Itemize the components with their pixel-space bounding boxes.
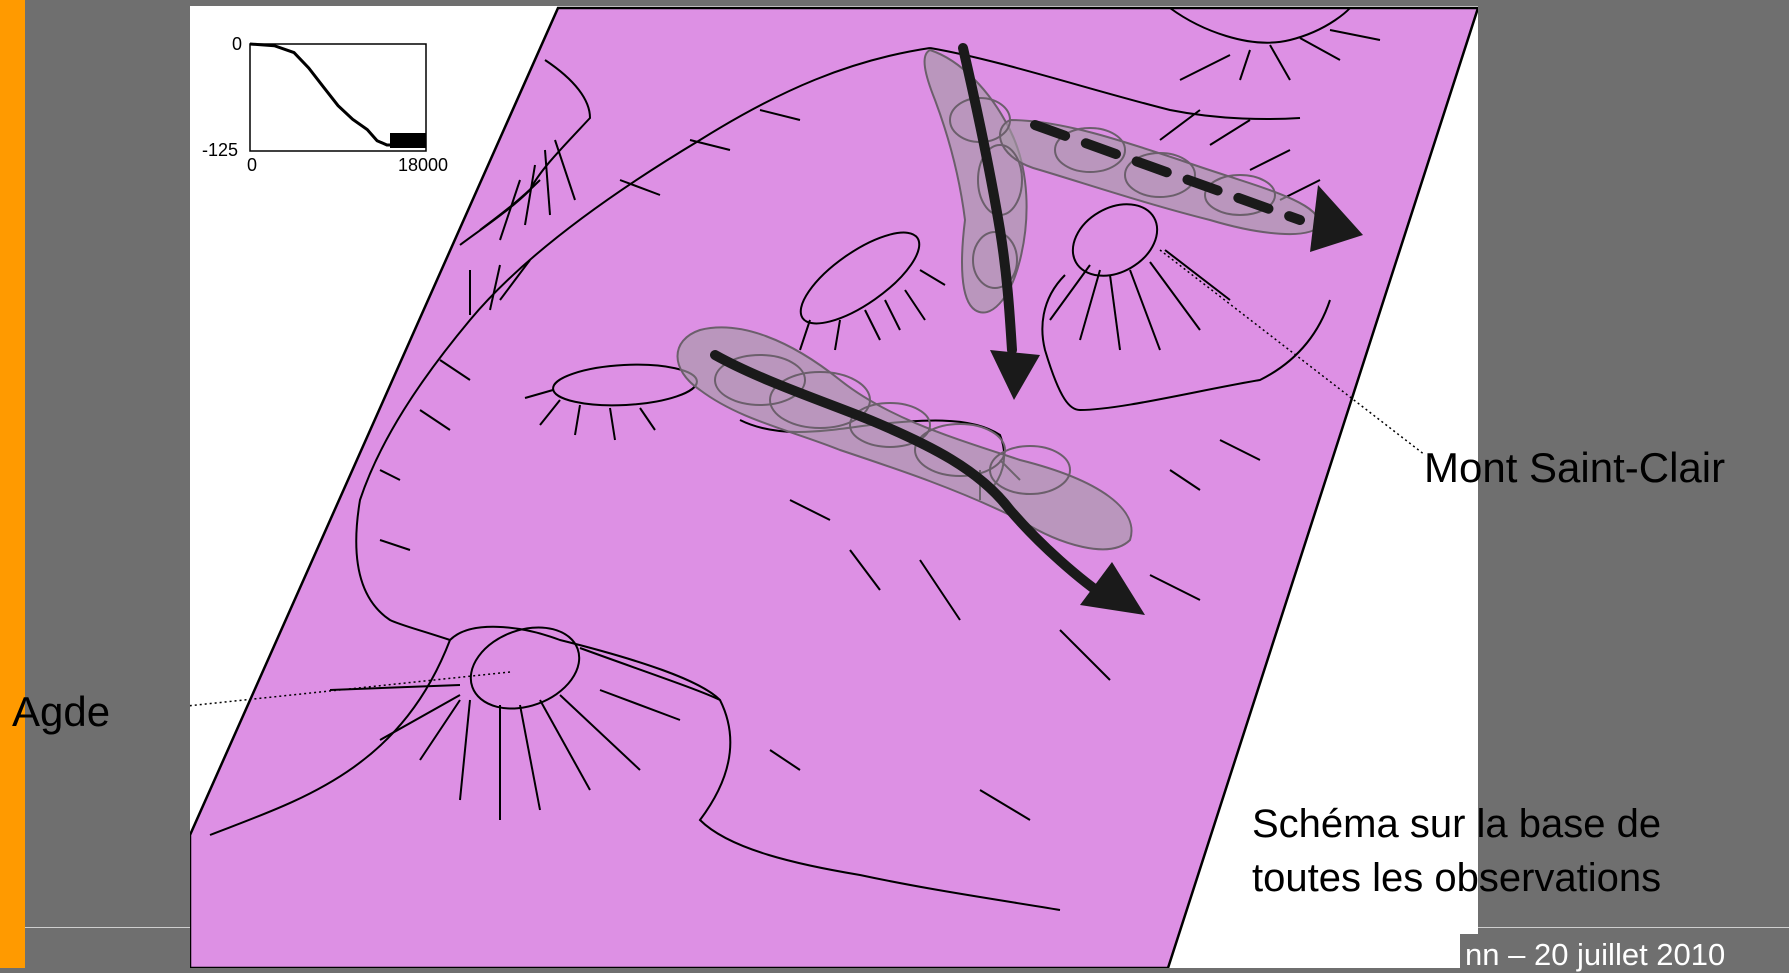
caption-line-2: toutes les observations <box>1252 851 1661 905</box>
inset-ymin-label: -125 <box>202 141 238 159</box>
inset-bar <box>390 133 426 148</box>
agde-label: Agde <box>12 691 110 733</box>
diagram-caption: Schéma sur la base de toutes les observa… <box>1252 797 1661 905</box>
mont-saint-clair-label: Mont Saint-Clair <box>1424 447 1725 489</box>
caption-line-1: Schéma sur la base de <box>1252 797 1661 851</box>
inset-depth-chart <box>250 44 426 151</box>
inset-xmin-label: 0 <box>247 156 257 174</box>
inset-xmax-label: 18000 <box>398 156 448 174</box>
accent-bar <box>0 0 25 968</box>
inset-ymax-label: 0 <box>232 35 242 53</box>
